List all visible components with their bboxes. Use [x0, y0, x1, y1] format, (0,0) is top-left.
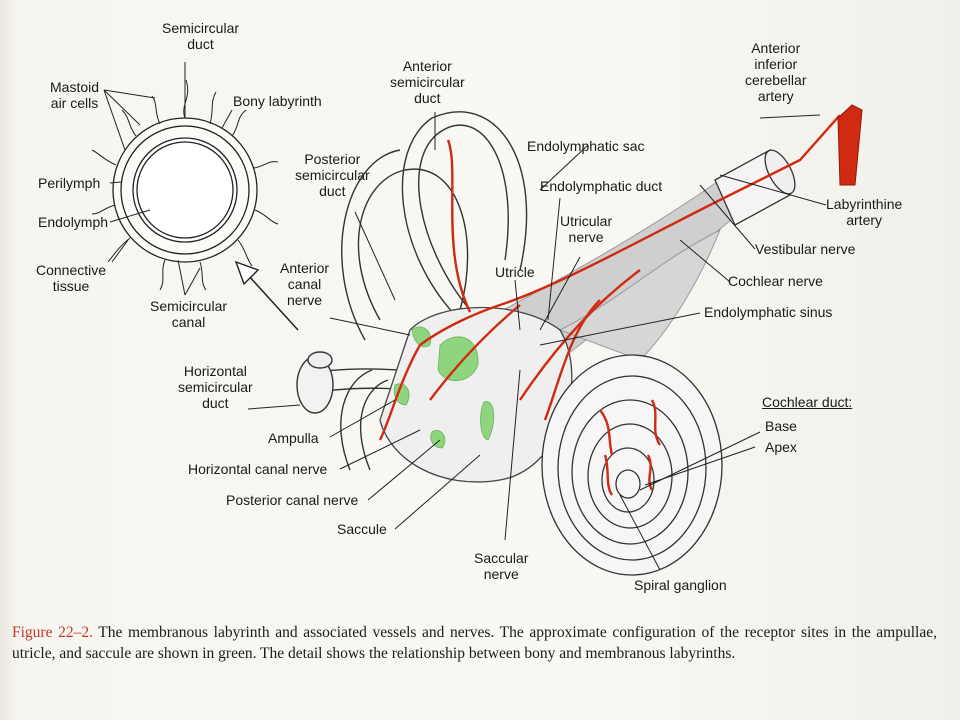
receptor-sites [393, 326, 495, 449]
anterior-inferior-cerebellar-artery [837, 104, 863, 186]
label-cochlear-nerve: Cochlear nerve [728, 273, 823, 289]
arteries [378, 114, 841, 496]
cochlea [541, 354, 723, 576]
label-endolymphatic-duct: Endolymphatic duct [540, 178, 663, 194]
label-utricle: Utricle [495, 264, 535, 280]
detail-arrow [247, 274, 299, 331]
cross-section-detail [91, 62, 279, 296]
pointer-lines-detail [103, 62, 233, 296]
label-base: Base [765, 418, 797, 434]
label-posterior-canal-nerve: Posterior canal nerve [226, 492, 359, 508]
label-pointer-lines [247, 112, 827, 571]
label-perilymph: Perilymph [38, 175, 101, 191]
label-spiral-ganglion: Spiral ganglion [634, 577, 727, 593]
label-apex: Apex [765, 439, 797, 455]
connective-tissue-strands [91, 79, 279, 291]
label-saccule: Saccule [337, 521, 387, 537]
label-horizontal-canal-nerve: Horizontal canal nerve [188, 461, 328, 477]
label-ampulla: Ampulla [268, 430, 319, 446]
label-bony-labyrinth: Bony labyrinth [233, 93, 322, 109]
label-cochlear-duct: Cochlear duct: [762, 394, 853, 410]
labyrinth-figure [91, 62, 863, 576]
caption-text: The membranous labyrinth and associated … [12, 624, 937, 662]
semicircular-duct-circle [132, 137, 238, 243]
label-endolymphatic-sinus: Endolymphatic sinus [704, 304, 833, 320]
label-endolymph: Endolymph [38, 214, 109, 230]
label-endolymphatic-sac: Endolymphatic sac [527, 138, 645, 154]
caption-figure-number: Figure 22–2. [12, 624, 93, 641]
label-vestibular-nerve: Vestibular nerve [755, 241, 856, 257]
figure-caption: Figure 22–2. The membranous labyrinth an… [12, 622, 937, 664]
